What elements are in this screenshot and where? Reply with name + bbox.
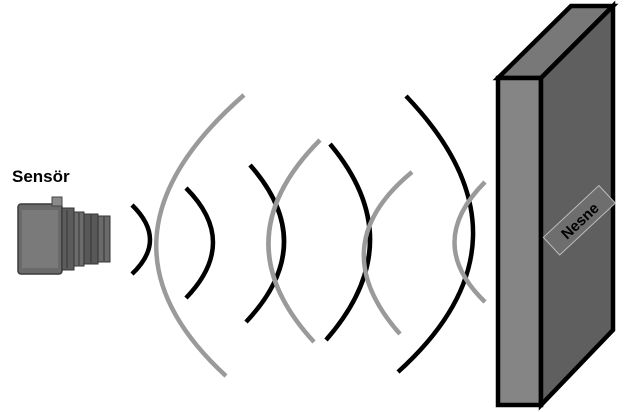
reflected-wave-4 [154, 93, 246, 378]
reflected-wave-1 [452, 180, 487, 304]
emitted-wave-4 [324, 142, 373, 342]
object-left-face [495, 75, 544, 408]
reflected-wave-2 [361, 170, 414, 336]
emitted-wave-1 [130, 203, 153, 276]
reflected-wave-3 [266, 138, 322, 344]
sensor-icon [17, 196, 111, 275]
reflected-waves [154, 93, 487, 378]
emitted-wave-5 [396, 94, 476, 374]
emitted-wave-3 [244, 163, 287, 324]
emitted-waves [130, 94, 476, 374]
emitted-wave-2 [184, 186, 216, 300]
sensor-label: Sensör [12, 167, 70, 186]
